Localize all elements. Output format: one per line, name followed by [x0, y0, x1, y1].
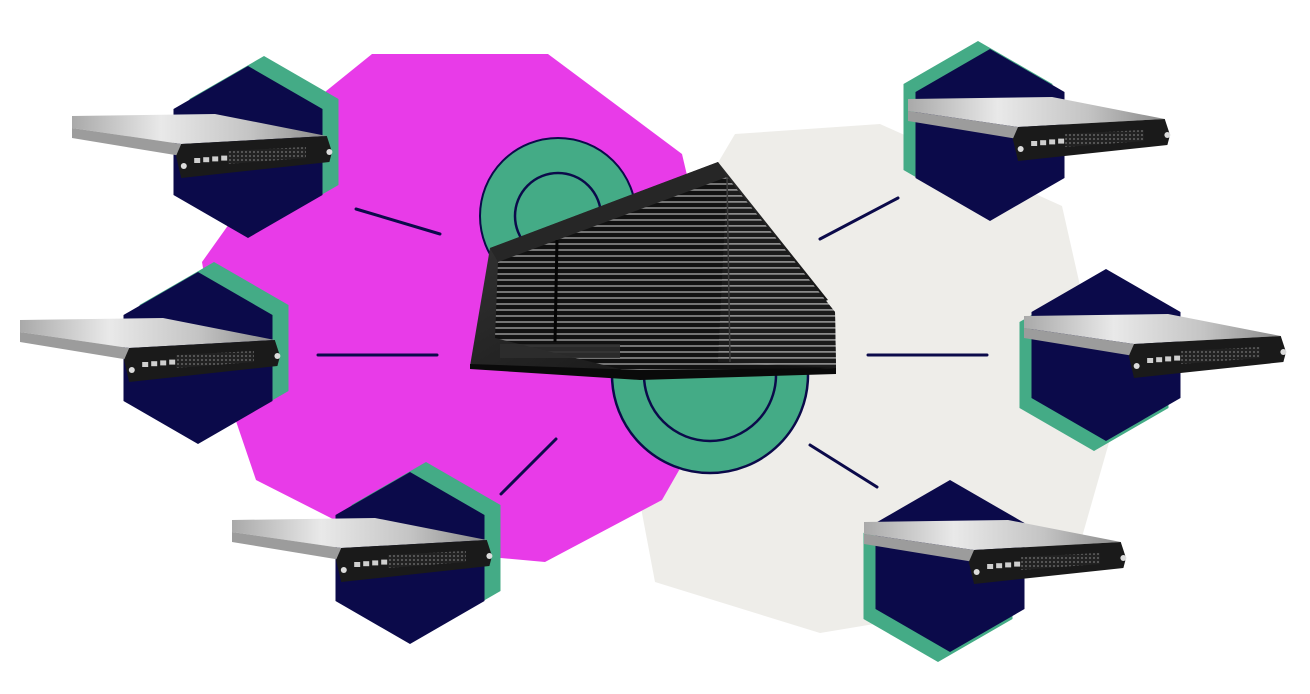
rack-server-icon [20, 318, 281, 382]
server-node-middle-left [20, 262, 289, 444]
hexagon-middle-right [1031, 269, 1181, 441]
server-node-bottom-right [863, 480, 1127, 662]
connection-lines [316, 196, 989, 496]
rack-server-icon [864, 520, 1127, 584]
server-nodes [20, 41, 1287, 662]
link-top-right [818, 196, 900, 241]
server-node-middle-right [1019, 269, 1287, 451]
rack-server-icon [1024, 314, 1287, 378]
server-node-top-right [903, 41, 1171, 221]
link-top-left [354, 207, 442, 236]
link-bottom-left [499, 437, 558, 496]
server-node-top-left [72, 56, 339, 238]
link-bottom-right [808, 443, 879, 489]
rack-server-icon [232, 518, 493, 582]
hexagon-top-right [915, 49, 1065, 221]
rack-server-icon [908, 97, 1171, 161]
data-center-building-icon [470, 162, 836, 380]
rack-server-icon [72, 114, 333, 178]
server-node-bottom-left [232, 462, 501, 644]
